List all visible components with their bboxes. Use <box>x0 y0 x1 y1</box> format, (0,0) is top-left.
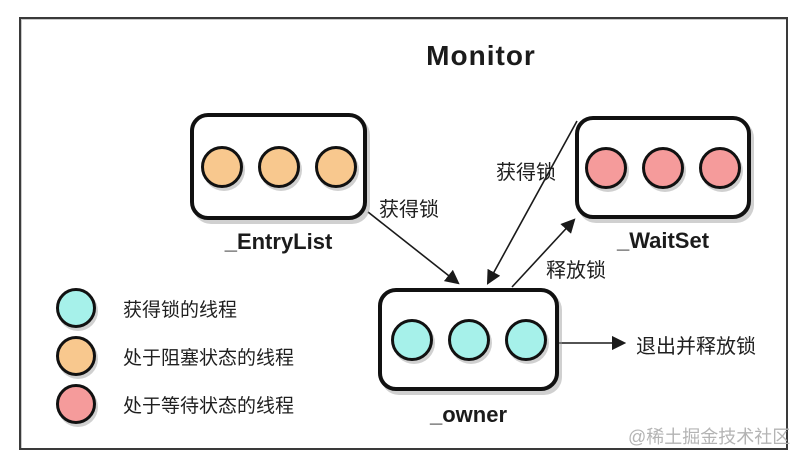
waitset-label: _WaitSet <box>616 228 710 253</box>
legend-row-waiting: 处于等待状态的线程 <box>56 384 294 424</box>
thread-circle <box>585 146 627 189</box>
thread-circle <box>447 318 490 361</box>
legend-row-blocked: 处于阻塞状态的线程 <box>56 336 294 376</box>
release-lock-label: 释放锁 <box>546 260 606 282</box>
thread-circle <box>390 318 433 361</box>
thread-circle <box>642 146 684 189</box>
acquired-thread-circle <box>56 288 96 328</box>
exit-release-lock-label: 退出并释放锁 <box>636 336 756 358</box>
entrylist-box <box>190 113 367 220</box>
diagram-title: Monitor <box>426 40 536 71</box>
owner-box <box>378 288 559 391</box>
acquire-lock-label-entrylist: 获得锁 <box>379 199 439 221</box>
legend-row-acquired: 获得锁的线程 <box>56 288 294 328</box>
waitset-box <box>575 116 751 219</box>
acquire-lock-label-waitset: 获得锁 <box>496 162 556 184</box>
waiting-thread-circle <box>56 384 96 424</box>
legend-label-acquired: 获得锁的线程 <box>123 299 238 321</box>
thread-circle <box>699 146 741 189</box>
legend-label-waiting: 处于等待状态的线程 <box>123 395 295 417</box>
entrylist-label: _EntryList <box>224 229 333 254</box>
thread-circle <box>504 318 547 361</box>
blocked-thread-circle <box>56 336 96 376</box>
legend-label-blocked: 处于阻塞状态的线程 <box>123 347 295 369</box>
thread-circle <box>314 145 357 188</box>
watermark: @稀土掘金技术社区 <box>628 427 791 447</box>
thread-circle <box>200 145 243 188</box>
owner-label: _owner <box>429 402 508 427</box>
legend: 获得锁的线程 处于阻塞状态的线程 处于等待状态的线程 <box>56 288 294 432</box>
thread-circle <box>257 145 300 188</box>
